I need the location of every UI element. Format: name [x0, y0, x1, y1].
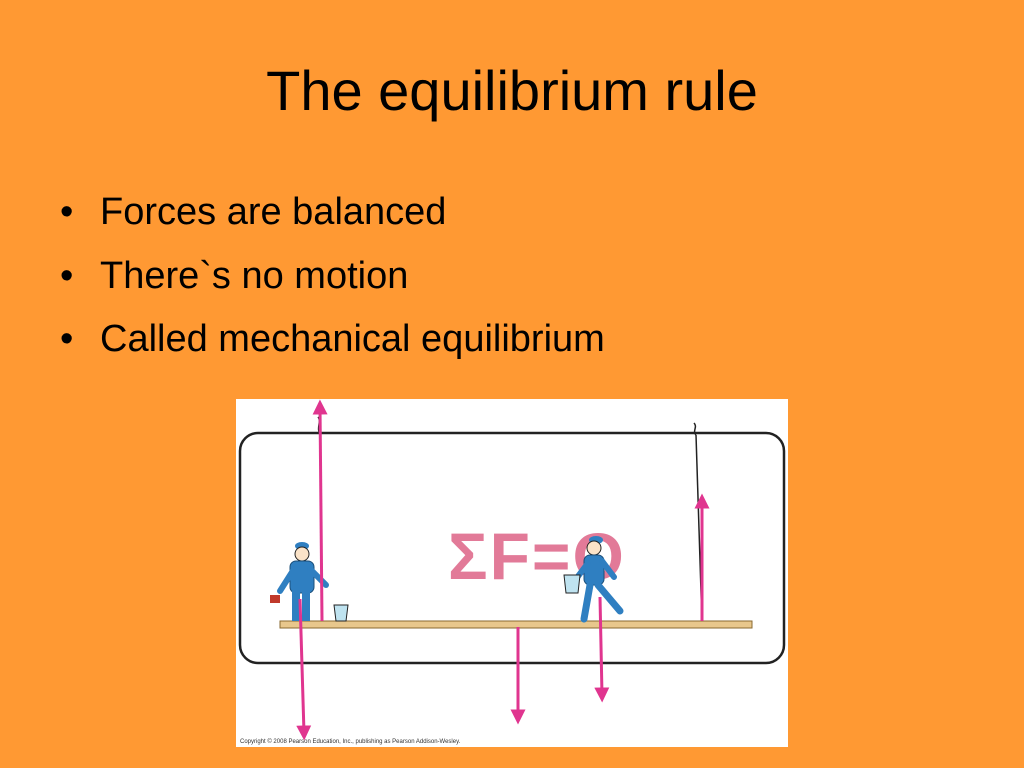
slide-title: The equilibrium rule [266, 59, 758, 122]
down-arrow-left-painter [296, 598, 312, 741]
copyright-text: Copyright © 2008 Pearson Education, Inc.… [240, 739, 461, 745]
equilibrium-illustration: ΣF=O [238, 399, 786, 741]
bullet-item: • There`s no motion [60, 254, 960, 300]
up-arrow-left-rope [312, 399, 328, 622]
bullet-item: • Forces are balanced [60, 190, 960, 236]
bullet-dot: • [60, 254, 74, 297]
plank [279, 620, 753, 629]
frame-border [238, 431, 786, 665]
bullet-text: Forces are balanced [100, 191, 447, 233]
bullet-dot: • [60, 191, 74, 233]
bullet-text: Called mechanical equilibrium [100, 318, 605, 361]
bullet-list: • Forces are balanced • There`s no motio… [60, 190, 960, 381]
equilibrium-figure: ΣF=O [236, 399, 788, 747]
bullet-text: There`s no motion [100, 254, 409, 297]
right-painter [563, 536, 624, 623]
left-painter [270, 542, 329, 621]
right-rope [693, 422, 697, 436]
bullet-dot: • [60, 318, 74, 361]
bullet-item: • Called mechanical equilibrium [60, 317, 960, 363]
left-bucket [333, 604, 349, 622]
down-arrow-right-painter [594, 596, 610, 703]
